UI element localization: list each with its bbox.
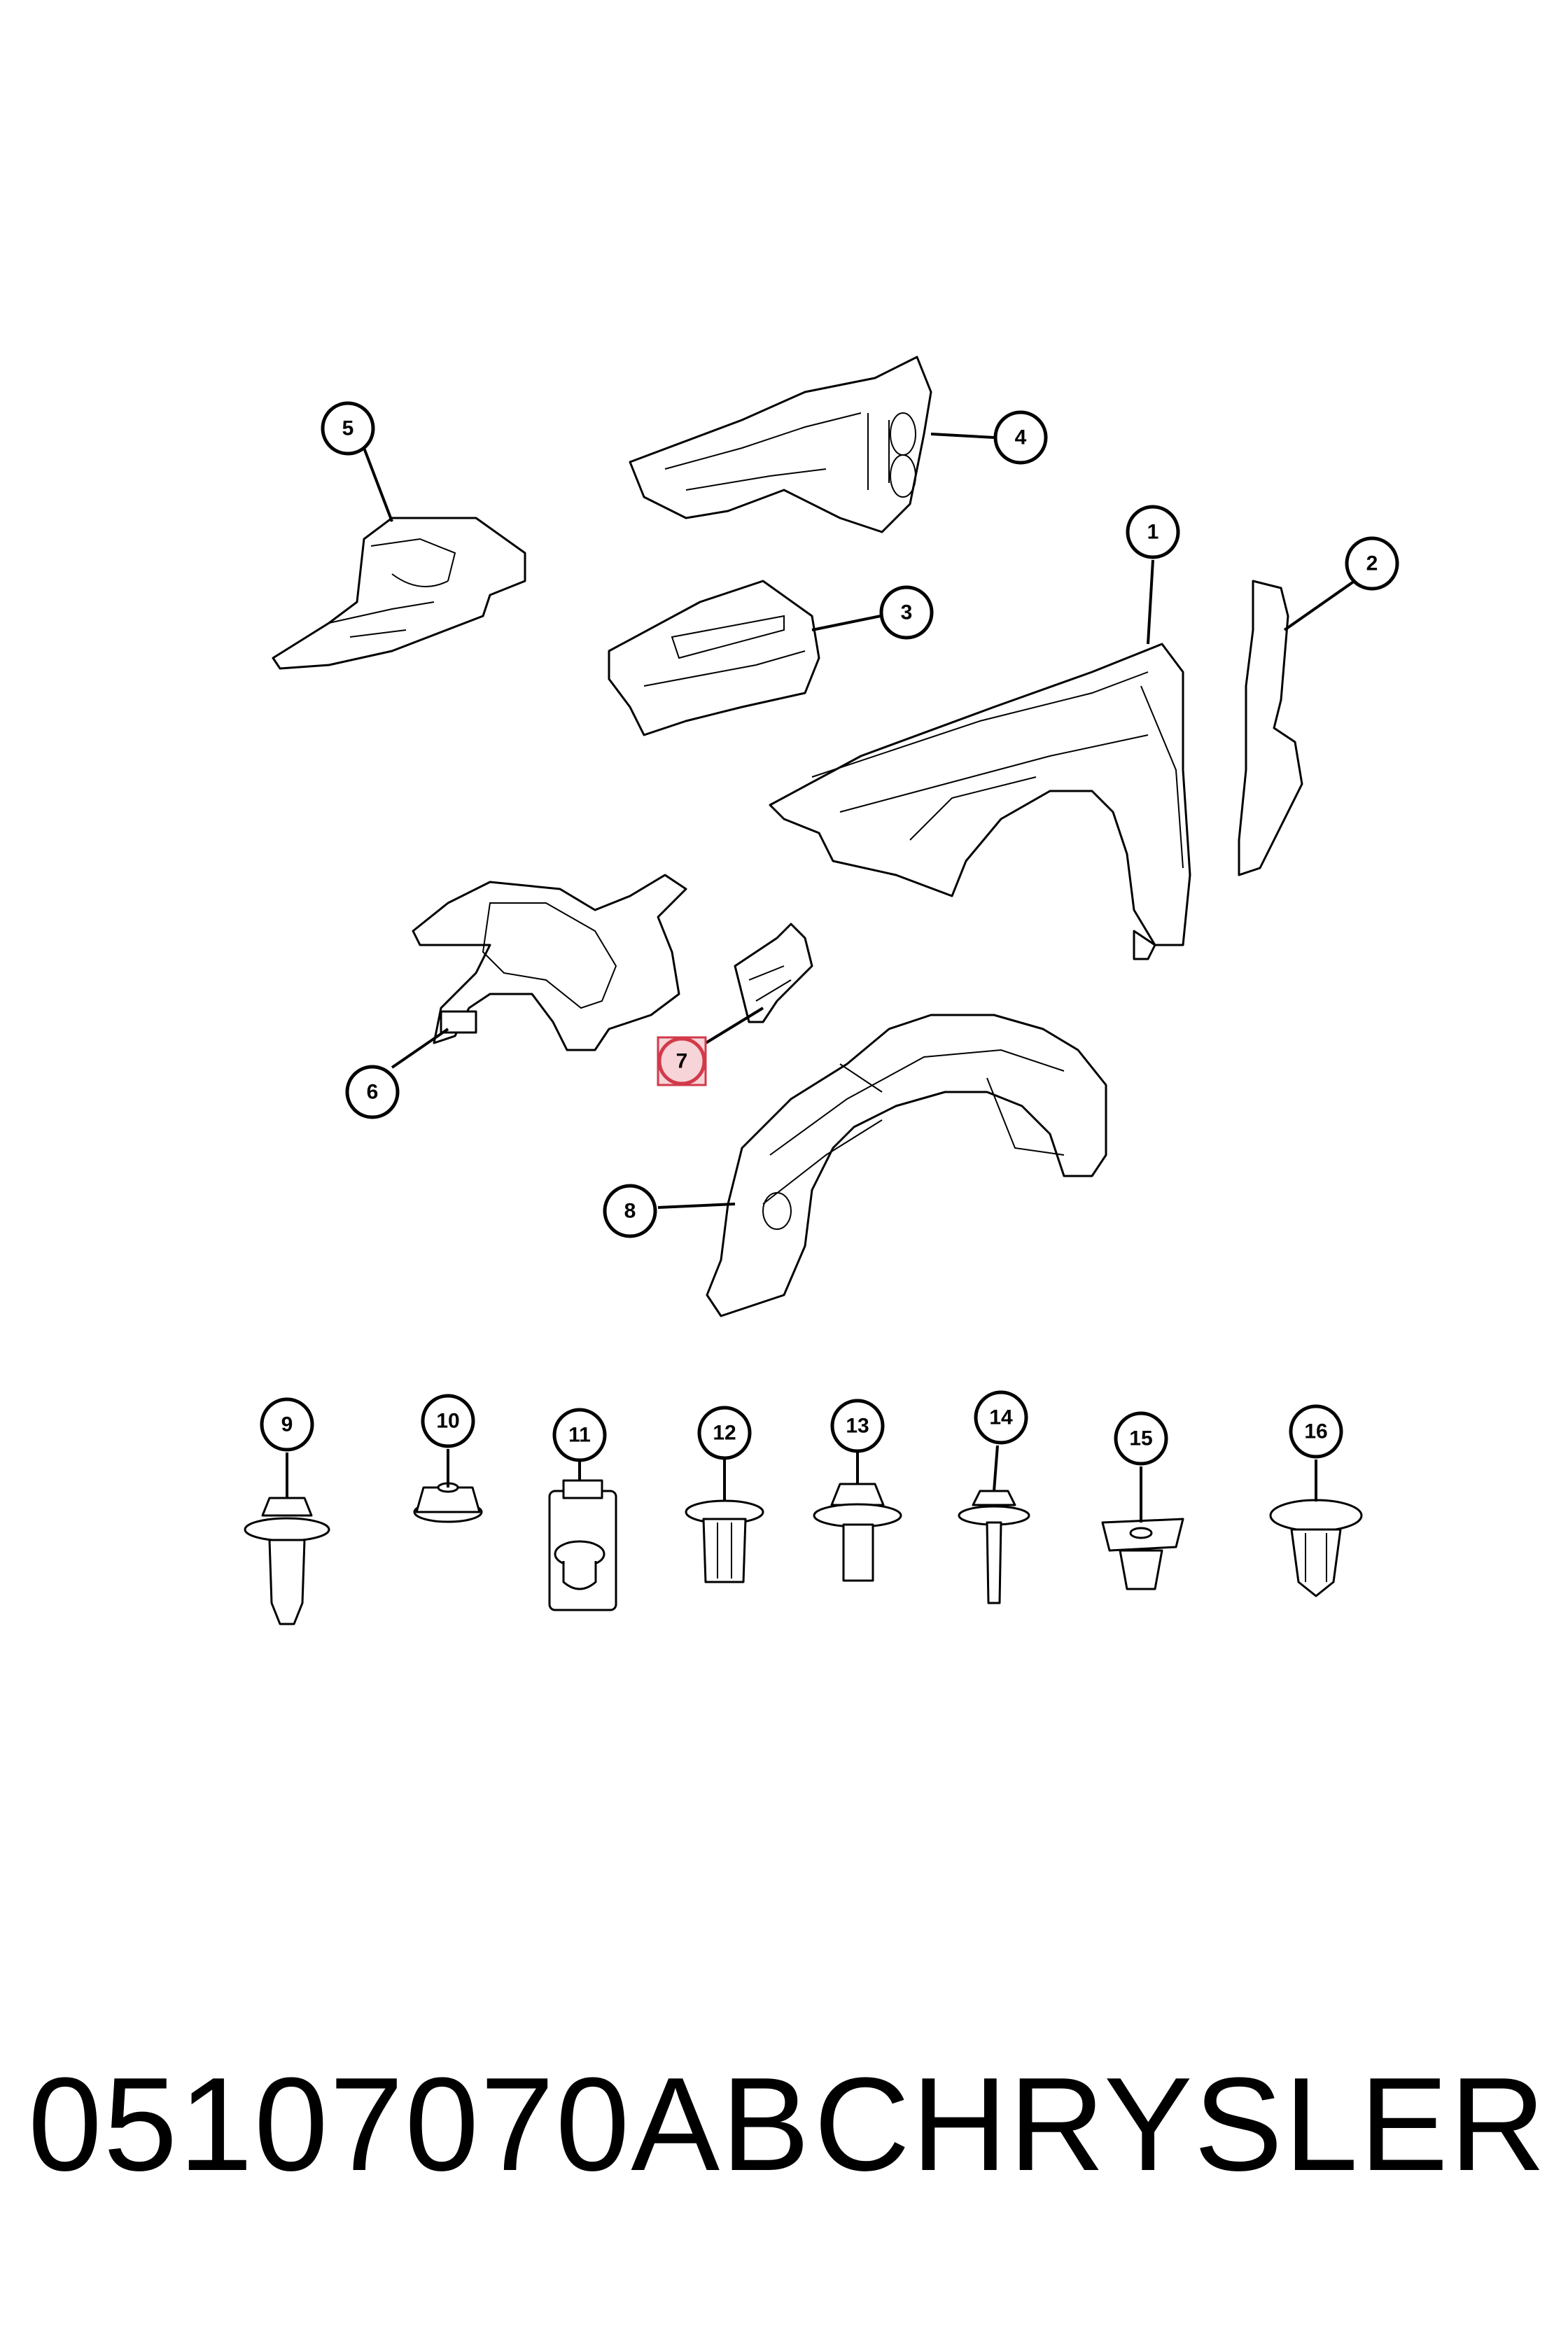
part-number: 05107070AB xyxy=(28,2050,811,2199)
callout-1: 1 xyxy=(1126,505,1180,559)
callout-label: 10 xyxy=(436,1410,459,1433)
part-6-shape xyxy=(412,874,687,1051)
callout-label: 6 xyxy=(367,1081,379,1104)
part-4-shape xyxy=(629,356,932,533)
part-10-shape xyxy=(413,1482,483,1523)
part-14-shape xyxy=(958,1490,1030,1604)
footer-caption: 05107070AB CHRYSLER xyxy=(28,2058,1547,2191)
part-1-shape xyxy=(769,643,1191,960)
brand-name: CHRYSLER xyxy=(813,2050,1547,2199)
callout-label: 5 xyxy=(342,417,354,440)
callout-4: 4 xyxy=(993,410,1048,465)
callout-5: 5 xyxy=(321,401,375,456)
callout-label: 16 xyxy=(1304,1420,1327,1443)
callout-label: 1 xyxy=(1147,521,1159,544)
callout-3: 3 xyxy=(879,585,934,640)
callout-16: 16 xyxy=(1289,1404,1343,1459)
part-15-shape xyxy=(1101,1518,1184,1590)
part-2-shape xyxy=(1238,580,1303,876)
callout-8: 8 xyxy=(603,1184,657,1238)
callout-10: 10 xyxy=(421,1394,475,1448)
callout-label: 13 xyxy=(846,1415,869,1438)
callout-13: 13 xyxy=(830,1399,885,1453)
callout-15: 15 xyxy=(1114,1411,1168,1466)
callout-label: 11 xyxy=(568,1424,591,1447)
part-12-shape xyxy=(685,1499,764,1583)
callout-label: 7 xyxy=(676,1050,688,1073)
part-8-shape xyxy=(706,1014,1107,1317)
callout-11: 11 xyxy=(552,1408,607,1462)
callout-9: 9 xyxy=(260,1397,314,1452)
callout-label: 8 xyxy=(624,1200,636,1223)
part-9-shape xyxy=(244,1497,330,1625)
part-7-shape xyxy=(734,923,813,1023)
callout-14: 14 xyxy=(974,1390,1028,1445)
part-16-shape xyxy=(1269,1499,1363,1597)
callout-label: 15 xyxy=(1129,1427,1152,1450)
callout-7: 7 xyxy=(657,1037,706,1086)
callout-label: 2 xyxy=(1366,552,1378,575)
callout-6: 6 xyxy=(345,1065,400,1119)
callout-2: 2 xyxy=(1345,536,1399,591)
callout-12: 12 xyxy=(697,1406,752,1460)
part-11-shape xyxy=(548,1479,617,1611)
part-3-shape xyxy=(608,580,820,736)
callout-label: 14 xyxy=(989,1406,1013,1429)
part-5-shape xyxy=(272,517,526,670)
callout-label: 3 xyxy=(901,601,913,624)
callout-label: 9 xyxy=(281,1413,293,1436)
callout-label: 4 xyxy=(1015,426,1027,449)
leader-lines xyxy=(286,433,1356,1522)
callout-label: 12 xyxy=(713,1422,736,1445)
part-13-shape xyxy=(813,1483,902,1582)
